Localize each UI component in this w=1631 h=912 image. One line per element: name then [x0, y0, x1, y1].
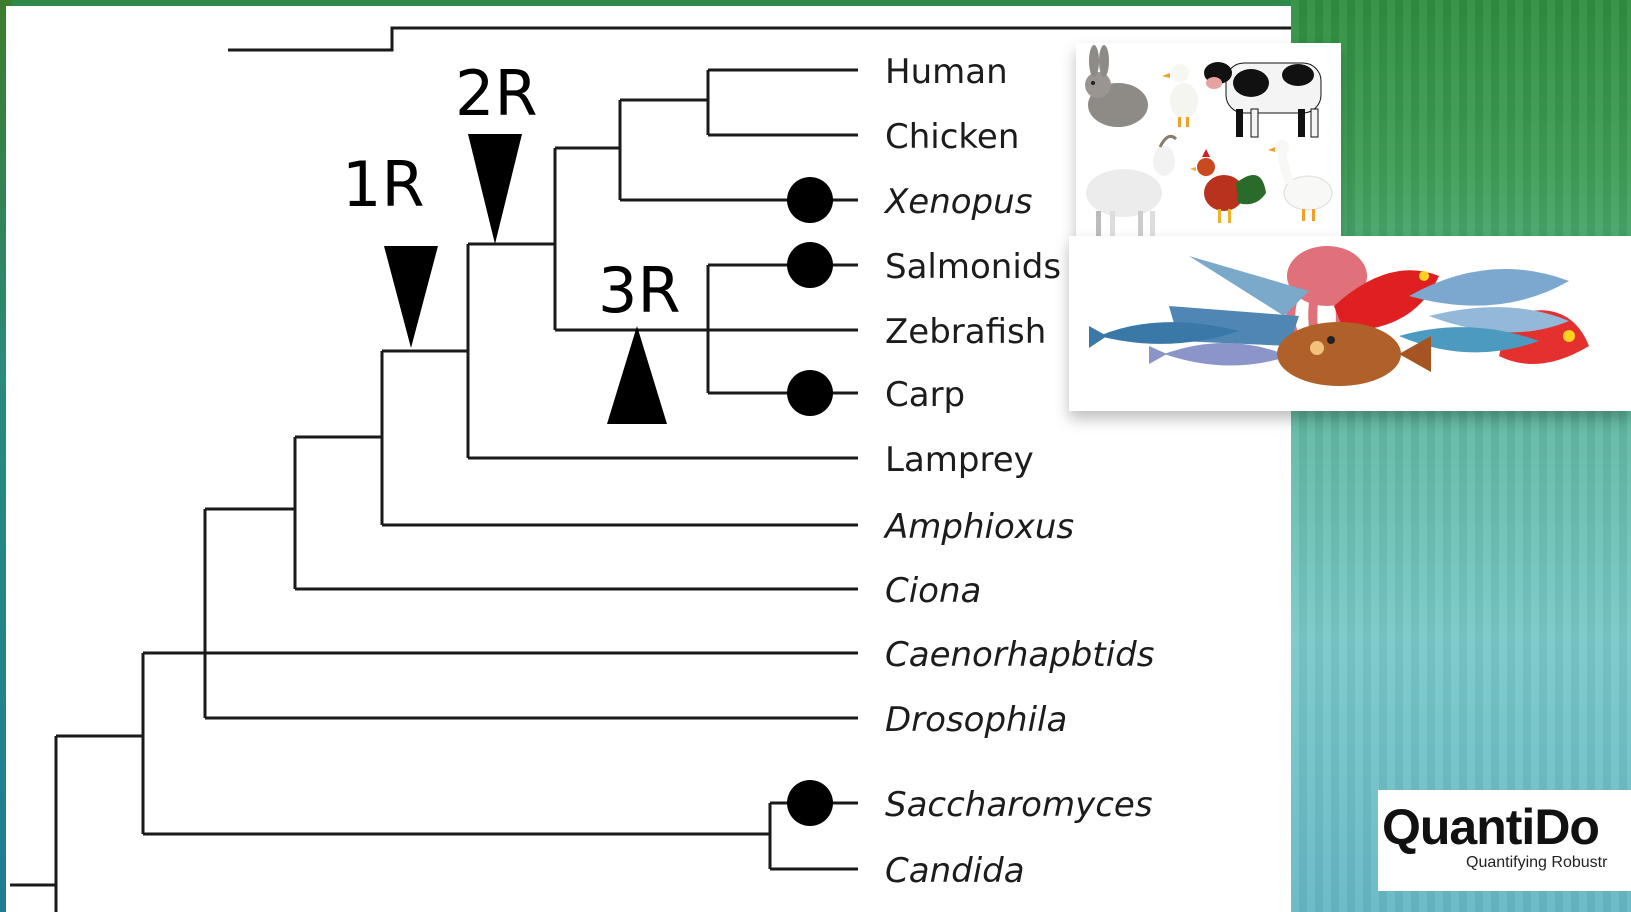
branch-ciona: [295, 437, 858, 589]
taxon-candida: Candida: [885, 851, 1025, 891]
wgd-dots: [787, 177, 833, 826]
goat-icon: [1086, 136, 1176, 239]
branch-human-chicken: [708, 70, 858, 135]
taxon-zebrafish: Zebrafish: [885, 312, 1046, 352]
branch-drosophila: [205, 509, 858, 718]
rooster-icon: [1190, 149, 1266, 223]
taxon-caenorhapbtids: Caenorhapbtids: [885, 635, 1154, 675]
quantido-logo: QuantiDo Quantifying Robustr: [1378, 790, 1631, 891]
fish-illustration: [1069, 236, 1631, 411]
blue-fish-icon: [1089, 256, 1309, 366]
dot-saccharomyces: [787, 780, 833, 826]
taxon-carp: Carp: [885, 375, 965, 415]
triangle-2R: [468, 134, 522, 244]
goose-icon: [1268, 140, 1332, 221]
flounder-icon: [1277, 322, 1431, 386]
cow-icon: [1204, 62, 1321, 137]
triangle-1R: [384, 246, 438, 348]
event-label-3R: 3R: [598, 254, 681, 327]
farm-animals-illustration: [1076, 43, 1341, 240]
event-label-1R: 1R: [342, 148, 425, 221]
taxon-xenopus: Xenopus: [883, 182, 1032, 222]
branch-root: [10, 736, 143, 912]
taxon-saccharomyces: Saccharomyces: [885, 785, 1153, 825]
taxon-amphioxus: Amphioxus: [883, 507, 1074, 547]
dot-carp: [787, 370, 833, 416]
taxon-drosophila: Drosophila: [885, 700, 1067, 740]
taxon-chicken: Chicken: [885, 117, 1019, 157]
taxon-salmonids: Salmonids: [885, 247, 1061, 287]
background-right: [1291, 0, 1631, 912]
event-label-2R: 2R: [455, 57, 538, 130]
rabbit-icon: [1085, 45, 1148, 127]
duck-icon: [1162, 64, 1198, 127]
dot-salmonids: [787, 242, 833, 288]
dot-xenopus: [787, 177, 833, 223]
triangle-3R: [607, 326, 667, 424]
branch-chordates: [382, 351, 858, 525]
branch-caenorhabditis: [143, 653, 858, 834]
branch-fungi: [143, 803, 858, 869]
logo-name: QuantiDo: [1382, 798, 1599, 856]
taxon-ciona: Ciona: [885, 571, 981, 611]
taxon-human: Human: [885, 52, 1008, 92]
logo-tagline: Quantifying Robustr: [1466, 854, 1607, 872]
taxon-lamprey: Lamprey: [885, 440, 1034, 480]
